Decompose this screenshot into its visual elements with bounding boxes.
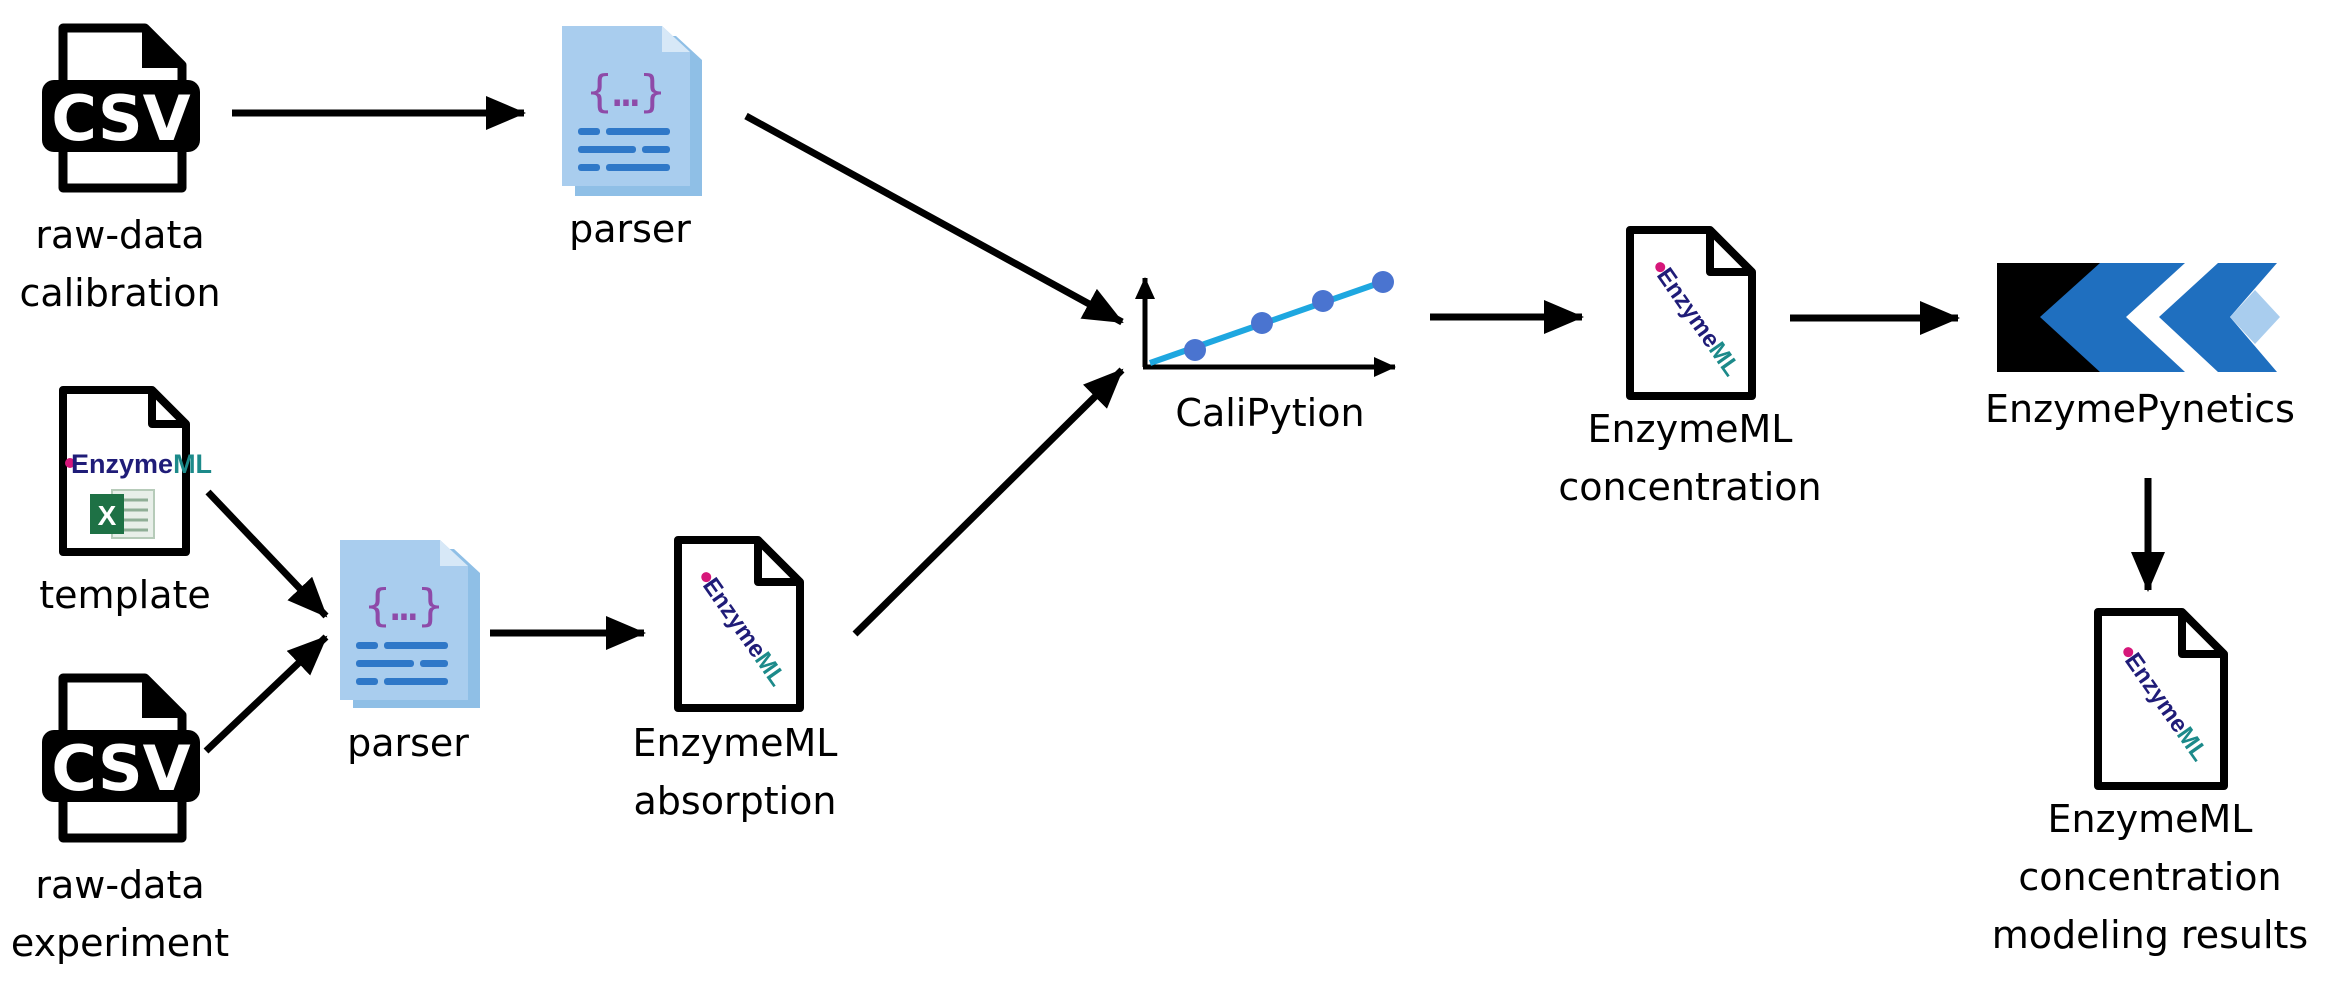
calipytion-calibration-chart-icon bbox=[1135, 271, 1396, 377]
arrow-absorption-to-calipytion bbox=[852, 367, 1125, 637]
arrow-parser-to-calipytion bbox=[744, 112, 1124, 326]
enzymeml-document-icon-concentration: EnzymeML bbox=[1626, 226, 1756, 400]
enzymeml-excel-template-icon: EnzymeML X bbox=[59, 386, 212, 556]
excel-icon: X bbox=[90, 489, 155, 539]
label-raw-data-calibration: raw-data calibration bbox=[19, 213, 221, 315]
parser-icon-bottom: {…} bbox=[340, 540, 480, 708]
label-parser-bottom: parser bbox=[347, 721, 469, 765]
label-template: template bbox=[39, 573, 211, 617]
arrow-csv-experiment-to-parser bbox=[203, 634, 329, 754]
csv-file-icon-calibration: CSV bbox=[42, 23, 200, 193]
label-calipytion: CaliPytion bbox=[1175, 391, 1365, 435]
csv-file-icon-experiment: CSV bbox=[42, 673, 200, 843]
enzymepynetics-logo-icon bbox=[1997, 263, 2280, 372]
flow-arrows bbox=[203, 96, 2165, 754]
svg-text:EnzymeML: EnzymeML bbox=[71, 449, 212, 479]
svg-text:X: X bbox=[98, 500, 117, 531]
parser-icon-top: {…} bbox=[562, 26, 702, 196]
label-enzymeml-modeling-results: EnzymeML concentration modeling results bbox=[1991, 797, 2309, 957]
label-parser-top: parser bbox=[569, 207, 691, 251]
label-enzymeml-absorption: EnzymeML absorption bbox=[632, 721, 838, 823]
arrow-template-to-parser bbox=[205, 489, 329, 619]
enzymeml-document-icon-absorption: EnzymeML bbox=[674, 536, 804, 712]
svg-text:{…}: {…} bbox=[586, 66, 665, 117]
enzymeml-document-icon-results: EnzymeML bbox=[2094, 608, 2228, 790]
label-enzymeml-concentration: EnzymeML concentration bbox=[1558, 407, 1822, 509]
svg-text:{…}: {…} bbox=[364, 580, 443, 631]
label-raw-data-experiment: raw-data experiment bbox=[10, 863, 230, 965]
svg-text:CSV: CSV bbox=[51, 732, 190, 805]
svg-text:CSV: CSV bbox=[51, 82, 190, 155]
label-enzymepynetics: EnzymePynetics bbox=[1985, 387, 2295, 431]
